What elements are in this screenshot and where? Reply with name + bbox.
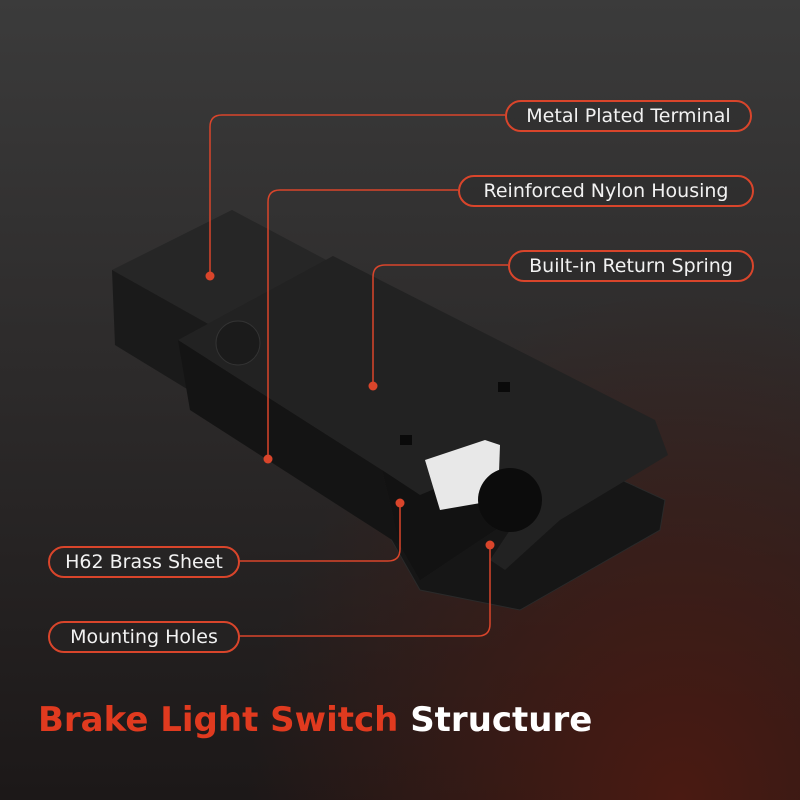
square-hole	[498, 382, 510, 392]
label-mounting-holes: Mounting Holes	[48, 621, 240, 653]
housing-top-plate	[178, 256, 668, 570]
marker-dot	[205, 271, 215, 281]
square-hole	[400, 435, 412, 445]
housing-side	[178, 340, 400, 545]
title-highlight: Brake Light Switch	[38, 700, 399, 740]
label-built-in-return-spring: Built-in Return Spring	[508, 250, 754, 282]
marker-dot	[485, 540, 495, 550]
marker-dot	[263, 454, 273, 464]
leader-brass-sheet	[238, 503, 401, 562]
marker-dot	[395, 498, 405, 508]
marker-dot	[368, 381, 378, 391]
logo-seal	[215, 320, 261, 366]
leader-nylon-housing	[267, 189, 458, 458]
plunger-hole	[478, 468, 542, 532]
title-rest: Structure	[410, 700, 593, 740]
label-h62-brass-sheet: H62 Brass Sheet	[48, 546, 240, 578]
page-title: Brake Light Switch Structure	[38, 700, 592, 740]
leader-metal-terminal	[209, 114, 505, 275]
leader-return-spring	[372, 264, 508, 385]
label-metal-plated-terminal: Metal Plated Terminal	[505, 100, 752, 132]
label-reinforced-nylon-housing: Reinforced Nylon Housing	[458, 175, 754, 207]
connector-top	[112, 210, 330, 325]
leader-mounting-holes	[238, 545, 491, 637]
